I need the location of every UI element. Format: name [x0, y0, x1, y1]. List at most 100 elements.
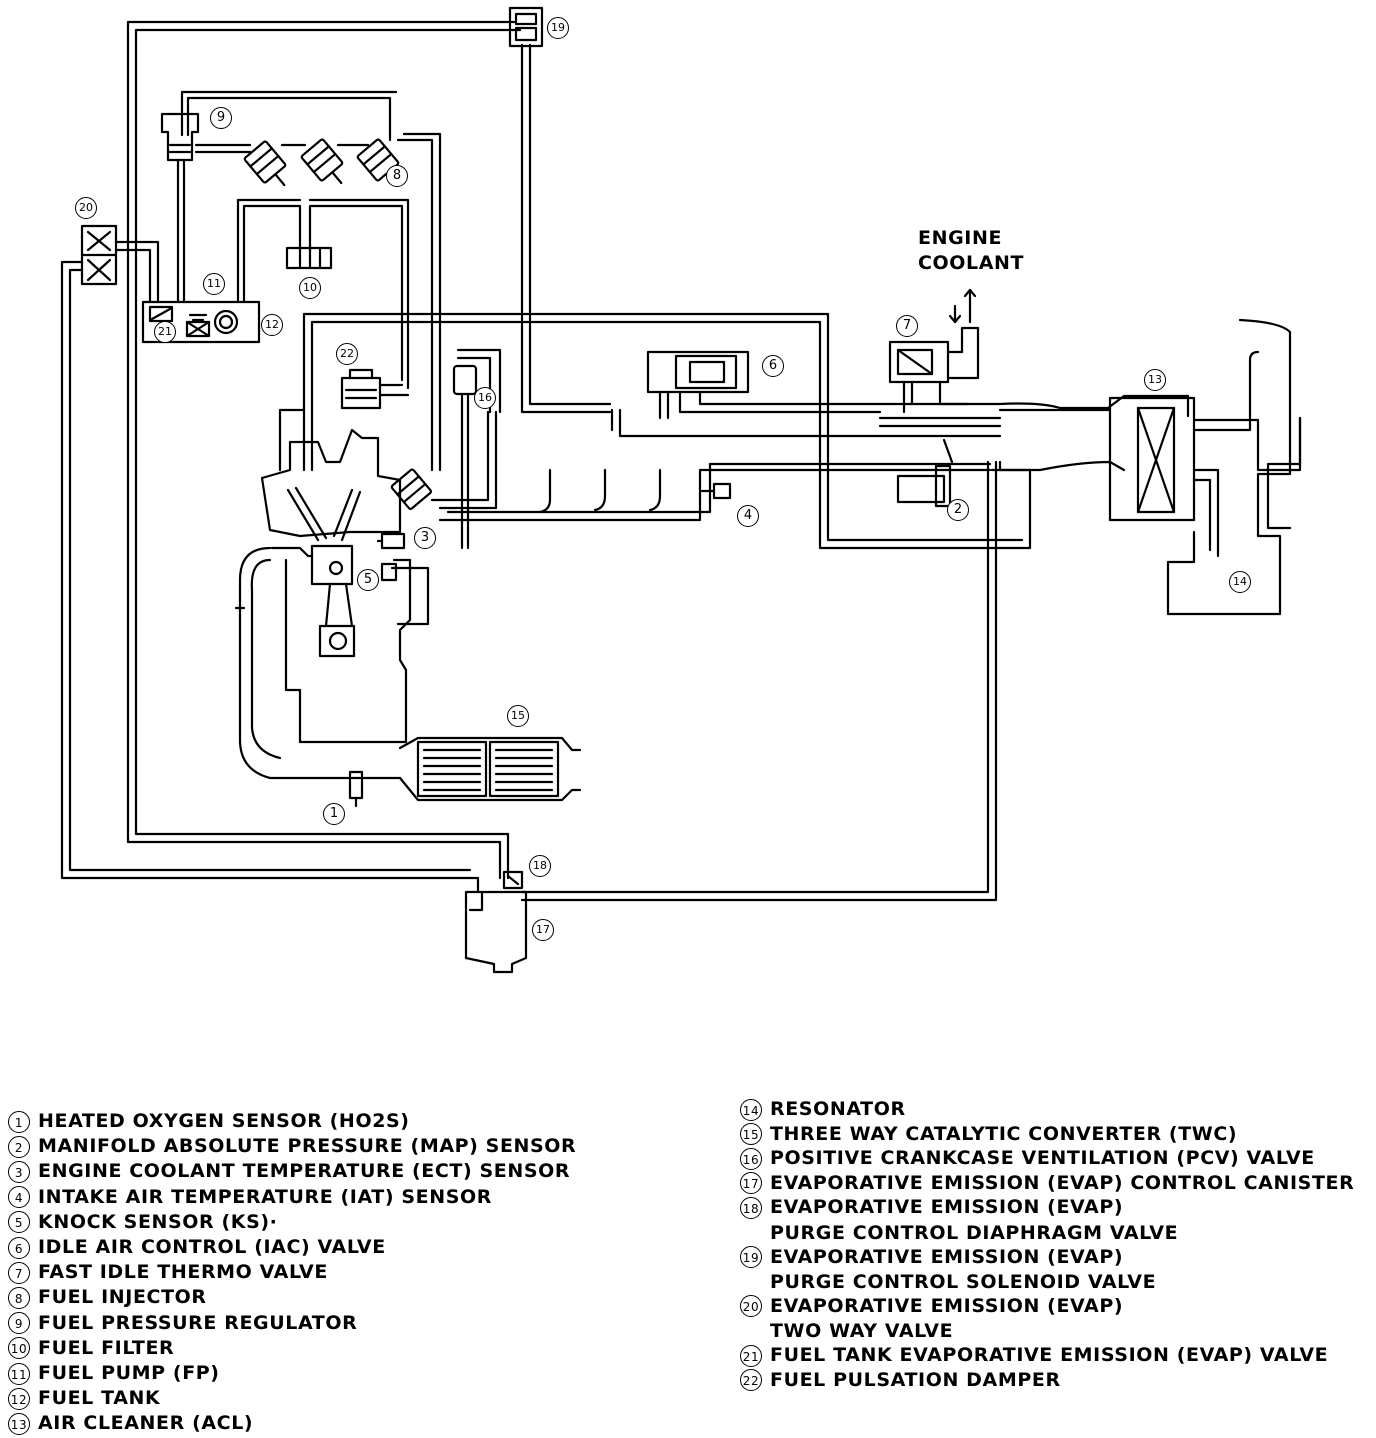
- callout-20: 20: [75, 197, 97, 219]
- callout-12: 12: [261, 314, 283, 336]
- legend-text-2: MANIFOLD ABSOLUTE PRESSURE (MAP) SENSOR: [38, 1135, 577, 1158]
- callout-11: 11: [203, 273, 225, 295]
- fuel-pressure-regulator: [160, 112, 200, 162]
- legend-text-22: FUEL PULSATION DAMPER: [770, 1368, 1061, 1391]
- spark-plugs: [286, 468, 433, 542]
- fuel-emission-system-diagram: [60, 6, 1302, 974]
- legend-number-10: 10: [8, 1337, 30, 1360]
- legend-number-4: 4: [8, 1186, 30, 1209]
- callout-2: 2: [947, 499, 969, 521]
- pcv-valve: [452, 348, 502, 550]
- evap-canister: [464, 870, 528, 974]
- legend-text-18: EVAPORATIVE EMISSION (EVAP): [770, 1196, 1124, 1219]
- callout-3: 3: [414, 527, 436, 549]
- callout-9: 9: [210, 107, 232, 129]
- legend-text-20: EVAPORATIVE EMISSION (EVAP): [770, 1294, 1124, 1317]
- legend-number-6: 6: [8, 1236, 30, 1259]
- engine-coolant-line-2: COOLANT: [918, 252, 1025, 274]
- legend-text-9: FUEL PRESSURE REGULATOR: [38, 1311, 358, 1334]
- two-way-valve-line: [60, 240, 480, 894]
- legend-text-3: ENGINE COOLANT TEMPERATURE (ECT) SENSOR: [38, 1160, 571, 1183]
- left-item-2: 2 MANIFOLD ABSOLUTE PRESSURE (MAP) SENSOR: [8, 1135, 576, 1158]
- callout-19: 19: [547, 17, 569, 39]
- legend-number-1: 1: [8, 1110, 30, 1133]
- callout-18: 18: [529, 855, 551, 877]
- legend-text-12: FUEL TANK: [38, 1387, 161, 1410]
- left-item-10: 10 FUEL FILTER: [8, 1337, 174, 1360]
- fuel-injectors: [243, 138, 400, 187]
- callout-16: 16: [474, 387, 496, 409]
- callout-22: 22: [336, 343, 358, 365]
- fast-idle-thermo-valve: [888, 288, 980, 414]
- right-item-14: 14 RESONATOR: [740, 1098, 906, 1121]
- legend-text-8: FUEL INJECTOR: [38, 1286, 207, 1309]
- legend-text-19-cont: PURGE CONTROL SOLENOID VALVE: [770, 1271, 1157, 1294]
- left-item-6: 6 IDLE AIR CONTROL (IAC) VALVE: [8, 1236, 386, 1259]
- ect-sensor: [376, 532, 406, 550]
- callout-10: 10: [299, 277, 321, 299]
- legend-text-11: FUEL PUMP (FP): [38, 1362, 220, 1384]
- canister-purge-line: [520, 460, 998, 902]
- legend-number-7: 7: [8, 1261, 30, 1284]
- legend-text-4: INTAKE AIR TEMPERATURE (IAT) SENSOR: [38, 1185, 492, 1208]
- intake-runners: [538, 468, 662, 514]
- callout-4: 4: [737, 505, 759, 527]
- purge-control-solenoid-valve: [508, 6, 544, 48]
- callout-14: 14: [1229, 571, 1251, 593]
- fuel-pulsation-damper: [340, 368, 410, 410]
- left-item-4: 4 INTAKE AIR TEMPERATURE (IAT) SENSOR: [8, 1186, 492, 1209]
- legend-text-20-cont: TWO WAY VALVE: [770, 1320, 954, 1343]
- legend-number-5: 5: [8, 1211, 30, 1234]
- legend-text-5: KNOCK SENSOR (KS)·: [38, 1210, 278, 1233]
- iac-valve: [646, 350, 882, 420]
- air-cleaner: [1108, 350, 1302, 558]
- callout-5: 5: [357, 569, 379, 591]
- callout-13: 13: [1144, 369, 1166, 391]
- legend-text-17: EVAPORATIVE EMISSION (EVAP) CONTROL CANI…: [770, 1171, 1355, 1194]
- legend-text-6: IDLE AIR CONTROL (IAC) VALVE: [38, 1236, 386, 1258]
- legend-number-22: 22: [740, 1369, 762, 1392]
- right-item-17: 17 EVAPORATIVE EMISSION (EVAP) CONTROL CA…: [740, 1172, 1354, 1195]
- air-intake-pipe: [878, 394, 1190, 472]
- legend-text-13: AIR CLEANER (ACL): [38, 1412, 254, 1435]
- engine: [234, 428, 430, 780]
- left-item-7: 7 FAST IDLE THERMO VALVE: [8, 1261, 328, 1284]
- legend-number-16: 16: [740, 1147, 762, 1170]
- right-item-20: 20 EVAPORATIVE EMISSION (EVAP) TWO WAY VAL…: [740, 1294, 1124, 1343]
- two-way-valve: [80, 224, 118, 286]
- callout-1: 1: [323, 803, 345, 825]
- left-item-13: 13 AIR CLEANER (ACL): [8, 1412, 253, 1435]
- legend-text-7: FAST IDLE THERMO VALVE: [38, 1261, 328, 1284]
- catalytic-converter: [398, 736, 582, 802]
- left-item-11: 11 FUEL PUMP (FP): [8, 1362, 220, 1385]
- engine-coolant-line-1: ENGINE: [918, 227, 1003, 249]
- legend-text-21: FUEL TANK EVAPORATIVE EMISSION (EVAP) VA…: [770, 1344, 1329, 1366]
- legend-number-15: 15: [740, 1123, 762, 1146]
- evap-purge-line: [126, 20, 612, 880]
- knock-sensor: [380, 562, 398, 582]
- legend-text-18-cont: PURGE CONTROL DIAPHRAGM VALVE: [770, 1221, 1179, 1244]
- legend-number-13: 13: [8, 1412, 30, 1435]
- legend-number-11: 11: [8, 1362, 30, 1385]
- legend-number-20: 20: [740, 1295, 762, 1318]
- legend-text-10: FUEL FILTER: [38, 1336, 175, 1359]
- callout-6: 6: [762, 355, 784, 377]
- fuel-lines: [176, 90, 442, 472]
- legend-number-2: 2: [8, 1135, 30, 1158]
- left-item-5: 5 KNOCK SENSOR (KS)·: [8, 1211, 278, 1234]
- right-item-15: 15 THREE WAY CATALYTIC CONVERTER (TWC): [740, 1123, 1237, 1146]
- legend-text-14: RESONATOR: [770, 1098, 906, 1120]
- callout-15: 15: [507, 705, 529, 727]
- legend-number-8: 8: [8, 1286, 30, 1309]
- callout-17: 17: [532, 919, 554, 941]
- legend-text-15: THREE WAY CATALYTIC CONVERTER (TWC): [770, 1122, 1238, 1145]
- legend-number-14: 14: [740, 1098, 762, 1121]
- legend-number-17: 17: [740, 1172, 762, 1195]
- engine-coolant-label: ENGINE COOLANT: [918, 226, 1024, 276]
